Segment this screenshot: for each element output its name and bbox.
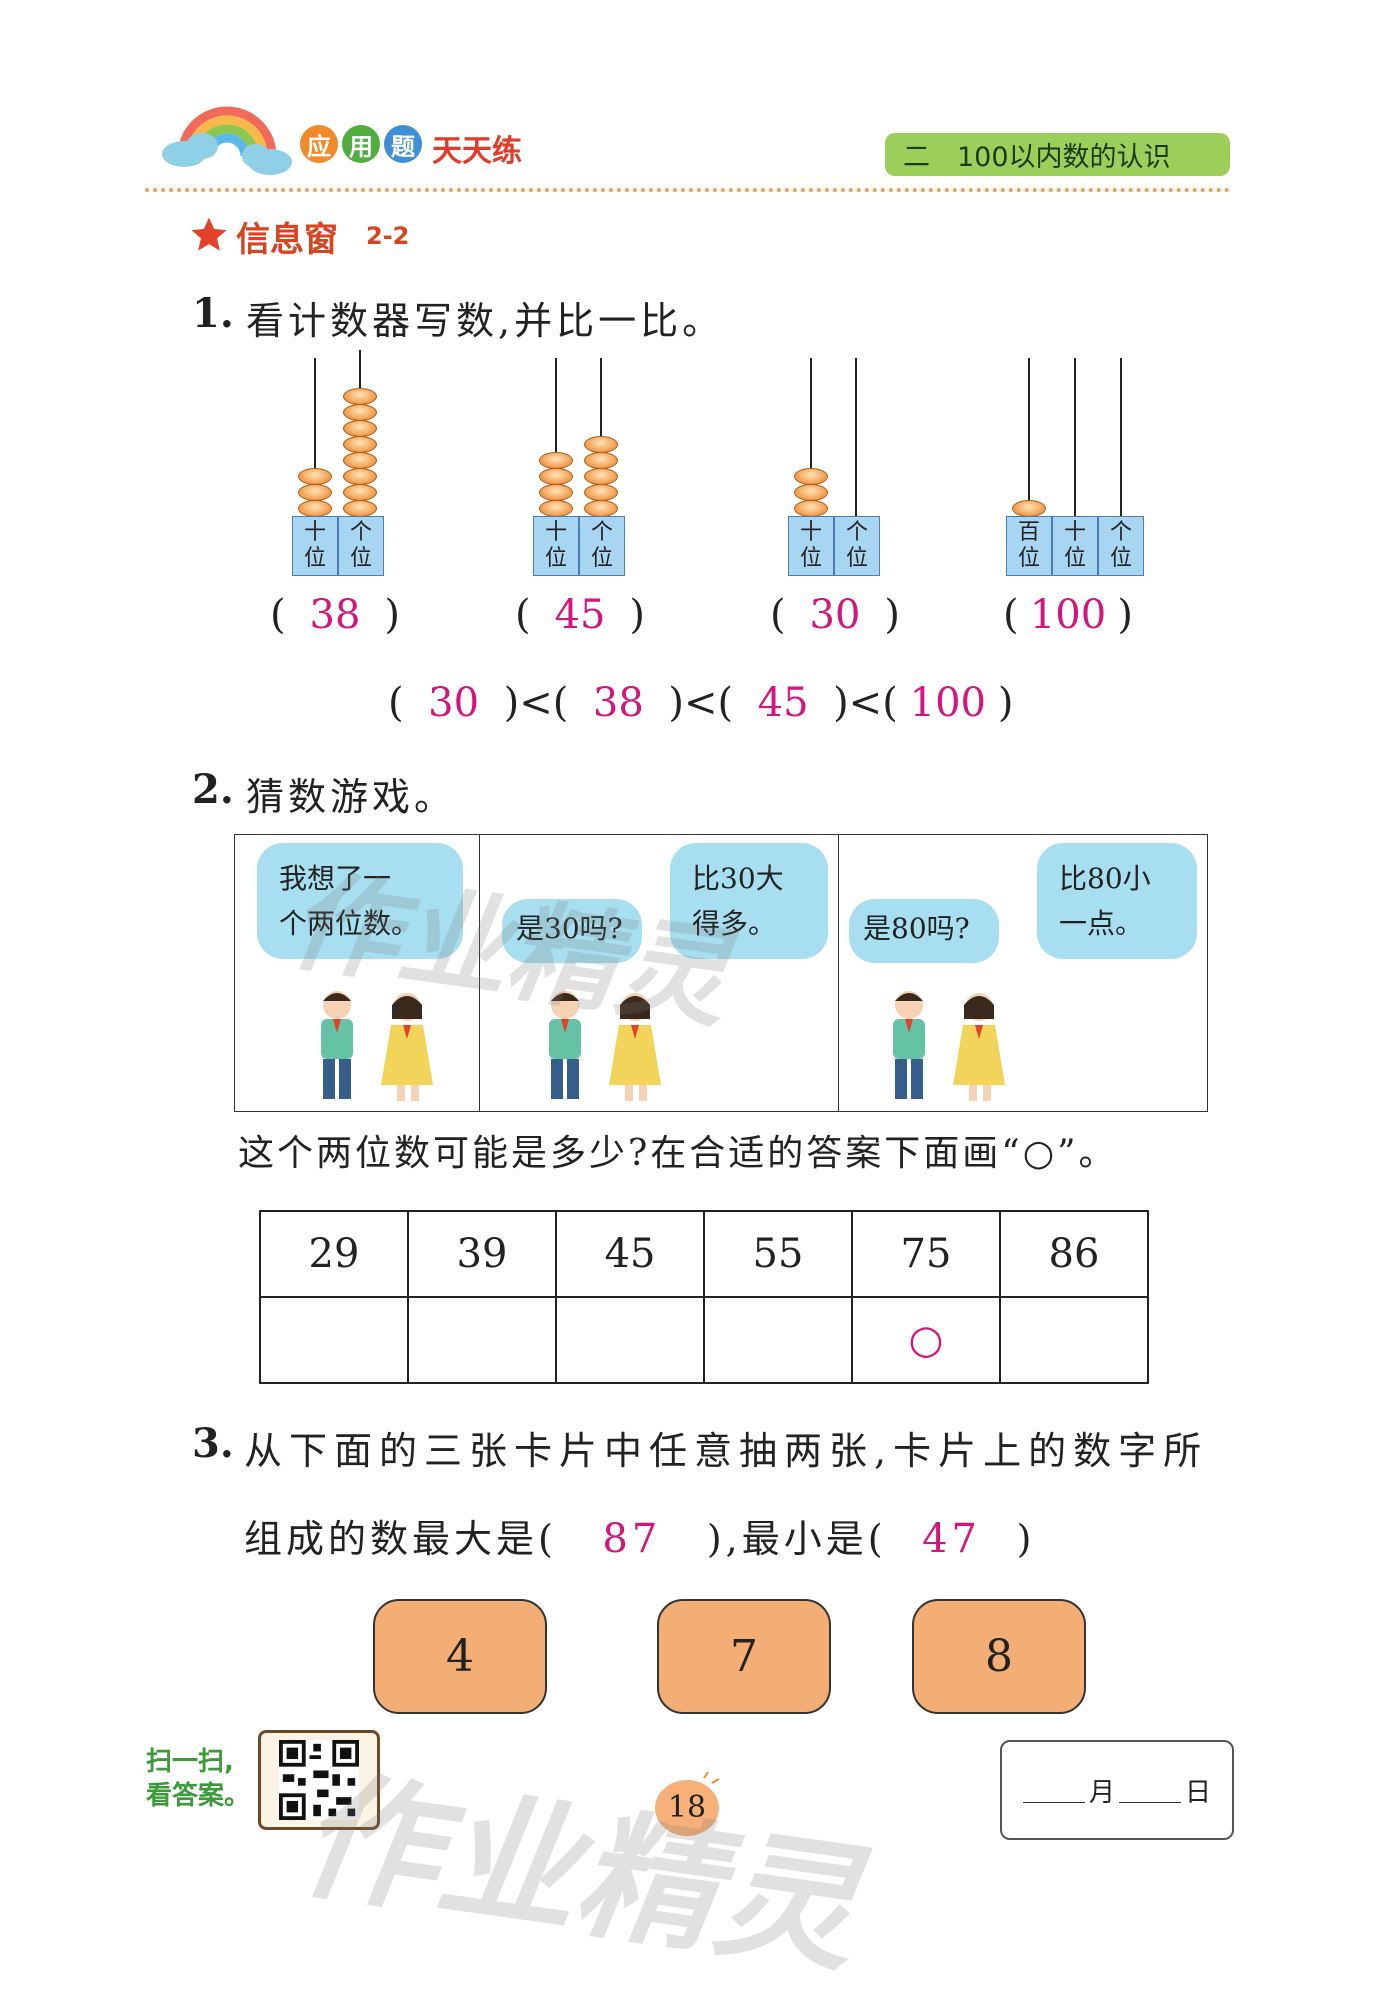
mark-cell[interactable]	[703, 1296, 853, 1384]
abacus-bead	[539, 484, 573, 501]
abacus-bead	[343, 484, 377, 501]
abacus-bead	[584, 500, 618, 517]
page-number-badge	[652, 1770, 722, 1840]
place-label-tens: 十位	[1052, 516, 1098, 576]
q1-number: 1.	[192, 290, 234, 337]
date-month-label: 月	[1088, 1777, 1115, 1808]
mark-cell[interactable]	[407, 1296, 557, 1384]
speech-bubble-girl: 比30大得多。	[670, 843, 828, 959]
q1-order-line: (30)<(38)<(45)<(100)	[388, 680, 1014, 726]
abacus-2: 十位 个位	[533, 350, 625, 578]
abacus-2-answer: (45)	[515, 592, 645, 638]
abacus-3: 十位 个位	[788, 350, 880, 578]
place-label-hundreds: 百位	[1006, 516, 1052, 576]
abacus-bead	[539, 452, 573, 469]
option-cell: 39	[407, 1210, 557, 1298]
place-label-tens: 十位	[292, 516, 338, 576]
abacus-bead	[343, 468, 377, 485]
abacus-bead	[298, 468, 332, 485]
abacus-bead	[584, 436, 618, 453]
scan-prompt: 扫一扫,看答案。	[146, 1747, 251, 1811]
abacus-4: 百位 十位 个位	[1006, 350, 1144, 578]
abacus-bead	[343, 452, 377, 469]
abacus-bead	[343, 420, 377, 437]
header-badge-1: 应	[300, 125, 338, 163]
abacus-4-answer: (100)	[1003, 592, 1133, 638]
mark-cell[interactable]: ○	[851, 1296, 1001, 1384]
section-index: 2-2	[366, 222, 410, 250]
section-title: 信息窗	[236, 220, 338, 260]
mark-cell[interactable]	[259, 1296, 409, 1384]
q3-prompt-line1: 从下面的三张卡片中任意抽两张,卡片上的数字所	[244, 1429, 1209, 1473]
place-label-ones: 个位	[1098, 516, 1144, 576]
header-badge-2: 用	[342, 125, 380, 163]
marks-row: ○	[259, 1296, 1149, 1384]
place-label-ones: 个位	[834, 516, 880, 576]
comic-panel-1: 我想了一个两位数。	[234, 834, 480, 1112]
children-illustration	[879, 985, 1029, 1109]
header-badge-3: 题	[384, 125, 422, 163]
comic-panel-3: 是80吗? 比80小一点。	[838, 834, 1208, 1112]
mark-cell[interactable]	[555, 1296, 705, 1384]
option-cell: 86	[999, 1210, 1149, 1298]
mark-cell[interactable]	[999, 1296, 1149, 1384]
children-illustration	[307, 985, 457, 1109]
number-card: 8	[912, 1599, 1086, 1714]
date-box[interactable]: 月 日	[1000, 1740, 1234, 1840]
options-row: 29 39 45 55 75 86	[259, 1210, 1149, 1298]
abacus-1: 十位 个位	[292, 350, 384, 578]
q2-prompt: 猜数游戏。	[246, 775, 457, 819]
rainbow-cloud-icon	[162, 96, 292, 176]
number-card: 7	[657, 1599, 831, 1714]
abacus-bead	[343, 388, 377, 405]
speech-bubble-boy: 是30吗?	[502, 899, 642, 963]
option-cell: 75	[851, 1210, 1001, 1298]
q2-question: 这个两位数可能是多少?在合适的答案下面画“○”。	[238, 1133, 1118, 1174]
q3-prompt-line2: 组成的数最大是(87),最小是(47)	[244, 1516, 1036, 1562]
q2-number: 2.	[192, 766, 234, 813]
place-label-tens: 十位	[533, 516, 579, 576]
place-label-tens: 十位	[788, 516, 834, 576]
abacus-bead	[298, 500, 332, 517]
date-day-label: 日	[1185, 1777, 1212, 1808]
qr-code-icon[interactable]	[258, 1730, 380, 1830]
speech-bubble-boy: 是80吗?	[849, 899, 999, 963]
abacus-1-answer: (38)	[270, 592, 400, 638]
options-table: 29 39 45 55 75 86 ○	[259, 1210, 1149, 1384]
abacus-bead	[343, 404, 377, 421]
q1-prompt: 看计数器写数,并比一比。	[246, 299, 725, 343]
q3-number: 3.	[192, 1420, 234, 1467]
abacus-3-answer: (30)	[770, 592, 900, 638]
header-brand: 天天练	[432, 134, 522, 169]
place-label-ones: 个位	[338, 516, 384, 576]
option-cell: 55	[703, 1210, 853, 1298]
star-icon	[188, 214, 230, 256]
header-divider	[145, 188, 1230, 192]
abacus-bead	[298, 484, 332, 501]
abacus-bead	[539, 500, 573, 517]
abacus-bead	[794, 484, 828, 501]
children-illustration	[535, 985, 685, 1109]
guess-game-panels: 我想了一个两位数。 是30吗? 比30大得多。 是80吗? 比80小一点。	[234, 834, 1208, 1112]
abacus-bead	[343, 436, 377, 453]
number-card: 4	[373, 1599, 547, 1714]
abacus-bead	[539, 468, 573, 485]
comic-panel-2: 是30吗? 比30大得多。	[479, 834, 839, 1112]
abacus-bead	[343, 500, 377, 517]
place-label-ones: 个位	[579, 516, 625, 576]
page-number: 18	[667, 1790, 707, 1825]
abacus-bead	[584, 484, 618, 501]
option-cell: 29	[259, 1210, 409, 1298]
abacus-bead	[794, 500, 828, 517]
abacus-bead	[584, 468, 618, 485]
abacus-bead	[794, 468, 828, 485]
abacus-bead	[584, 452, 618, 469]
option-cell: 45	[555, 1210, 705, 1298]
abacus-bead	[1012, 500, 1046, 517]
speech-bubble-girl: 我想了一个两位数。	[257, 843, 463, 959]
speech-bubble-girl: 比80小一点。	[1037, 843, 1197, 959]
unit-tag: 二 100以内数的认识	[885, 133, 1230, 176]
